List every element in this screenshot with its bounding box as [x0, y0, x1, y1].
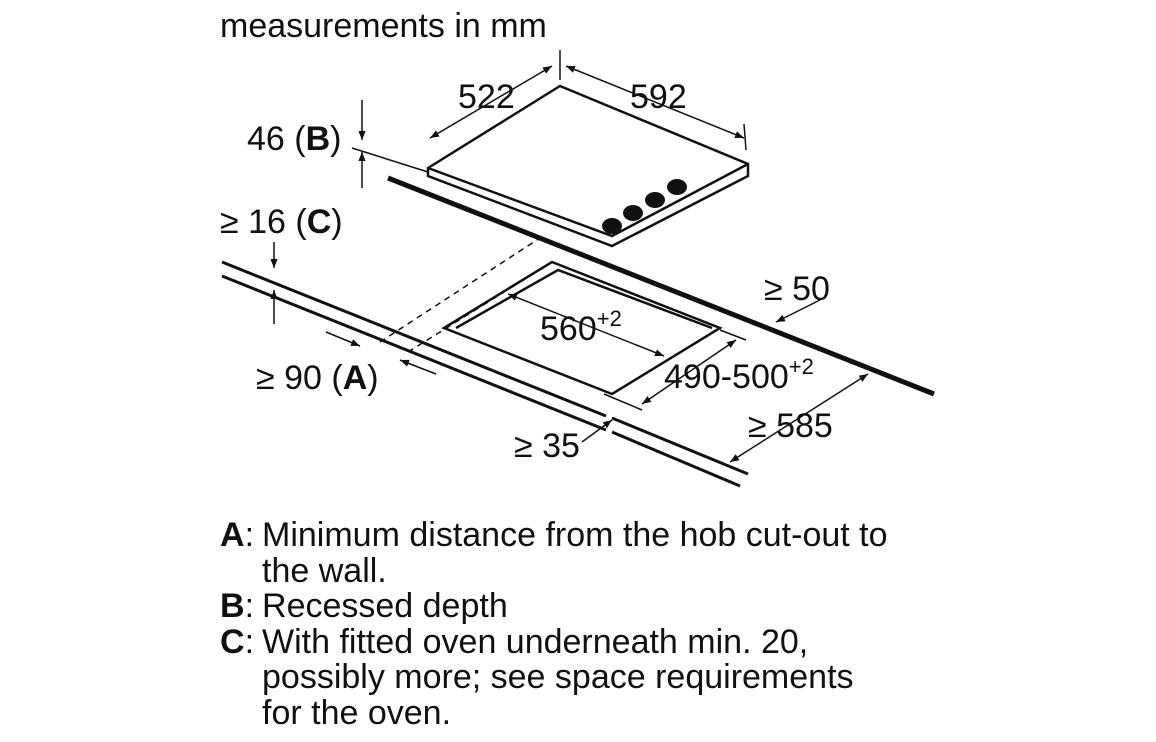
dimension-585 — [729, 373, 869, 463]
label-560: 560+2 — [540, 306, 622, 348]
control-knob-3 — [645, 192, 665, 208]
label-592: 592 — [630, 78, 687, 116]
legend-text: Minimum distance from the hob cut-out to… — [262, 516, 888, 590]
legend: A: Minimum distance from the hob cut-out… — [220, 516, 1120, 732]
dimension-lines — [270, 50, 869, 463]
label-490-500: 490-500+2 — [664, 354, 814, 396]
legend-key: C — [220, 622, 245, 661]
dimension-labels: 522 592 46 (B) ≥ 16 (C) ≥ 90 (A) 560+2 4… — [220, 78, 833, 465]
hob-edge — [427, 162, 749, 238]
control-knob-2 — [623, 205, 643, 221]
dimension-592 — [565, 65, 745, 139]
worktop-back-edge — [387, 175, 935, 397]
control-knob-1 — [602, 218, 622, 234]
dimension-490 — [641, 339, 737, 405]
dimension-90-arrow-left — [325, 331, 361, 347]
label-585: ≥ 585 — [748, 407, 833, 445]
projection-lines — [379, 237, 553, 353]
label-90: ≥ 90 (A) — [256, 359, 379, 397]
legend-text: Recessed depth — [262, 587, 508, 625]
legend-item-c: C: With fitted oven underneath min. 20, … — [220, 622, 1120, 732]
dimension-50-arrow — [775, 299, 821, 323]
dimension-560 — [507, 293, 665, 357]
heading-text: measurements in mm — [220, 7, 547, 45]
worktop-front-upper-right — [611, 416, 749, 476]
worktop-front-lower-left — [221, 274, 607, 432]
label-522: 522 — [458, 78, 515, 116]
worktop-front-upper-left — [221, 260, 607, 418]
dimension-90-arrow-right — [399, 359, 437, 375]
dimension-490-extension — [719, 329, 747, 341]
legend-item-b: B: Recessed depth — [220, 587, 1120, 625]
dimension-46-extension — [351, 147, 429, 173]
label-35: ≥ 35 — [514, 427, 580, 465]
dimension-490-extension-front — [603, 393, 643, 411]
legend-item-a: A: Minimum distance from the hob cut-out… — [220, 516, 1120, 590]
measurements-title: measurements in mm — [220, 7, 547, 45]
label-46: 46 (B) — [247, 120, 341, 158]
legend-key: B — [220, 587, 245, 625]
worktop-front-lower-right — [611, 430, 741, 488]
label-50: ≥ 50 — [764, 270, 830, 308]
dimension-extension-right — [743, 123, 747, 151]
worktop — [221, 175, 935, 488]
cutout-outline — [441, 260, 723, 396]
installation-diagram: measurements in mm — [220, 7, 935, 488]
legend-text: With fitted oven underneath min. 20, pos… — [262, 622, 854, 732]
legend-key: A — [220, 516, 245, 554]
dimension-35-arrow — [581, 419, 613, 443]
dimension-522 — [429, 65, 553, 139]
label-16: ≥ 16 (C) — [220, 203, 343, 241]
projection-left — [379, 237, 541, 343]
control-knob-4 — [667, 179, 687, 195]
